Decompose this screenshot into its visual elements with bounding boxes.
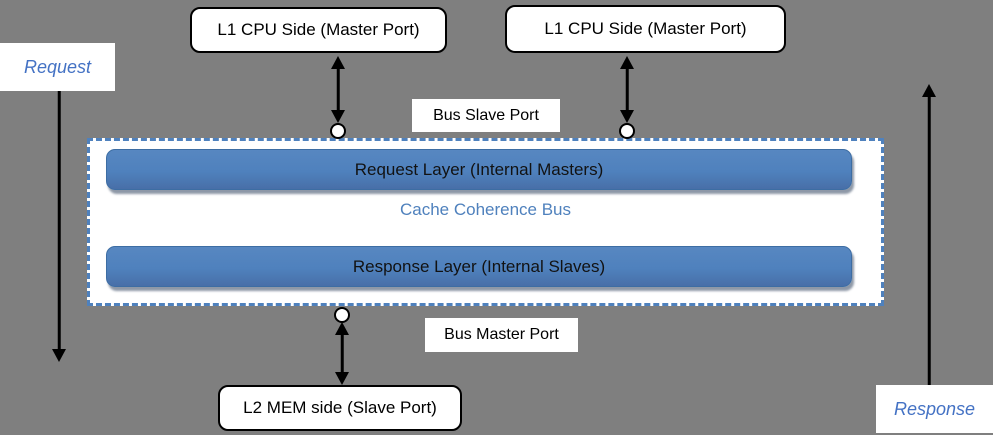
- bus-master-port-circle: [334, 307, 350, 323]
- node-l1-cpu-left-label: L1 CPU Side (Master Port): [217, 20, 420, 39]
- request-flow-label: Request: [0, 43, 115, 91]
- arrowhead-down-icon: [52, 349, 66, 362]
- connector-l1-right: [619, 56, 635, 123]
- arrowhead-up-icon: [922, 84, 936, 97]
- arrowhead-down-icon: [331, 110, 345, 123]
- node-l2-mem: L2 MEM side (Slave Port): [218, 385, 462, 431]
- request-layer-bar: Request Layer (Internal Masters): [106, 149, 852, 190]
- response-flow-arrow: [921, 84, 937, 385]
- connector-l1-right-shaft: [625, 66, 629, 113]
- connector-l2-shaft: [340, 332, 344, 375]
- request-flow-label-text: Request: [23, 56, 92, 77]
- connector-l2: [334, 322, 350, 385]
- response-flow-label-text: Response: [893, 398, 976, 419]
- node-l1-cpu-right-label: L1 CPU Side (Master Port): [544, 19, 747, 38]
- connector-l1-left: [330, 56, 346, 123]
- connector-l1-left-shaft: [336, 66, 340, 113]
- bus-slave-port-label-text: Bus Slave Port: [433, 106, 539, 124]
- response-layer-label: Response Layer (Internal Slaves): [352, 256, 606, 276]
- response-arrow-shaft: [927, 94, 931, 385]
- bus-slave-port-circle-right: [619, 123, 635, 139]
- response-flow-label: Response: [876, 385, 993, 433]
- arrowhead-down-icon: [335, 372, 349, 385]
- request-arrow-shaft: [57, 91, 61, 352]
- arrowhead-up-icon: [335, 322, 349, 335]
- cache-coherence-bus-container: Request Layer (Internal Masters) Cache C…: [87, 138, 884, 306]
- node-l1-cpu-left: L1 CPU Side (Master Port): [190, 7, 447, 53]
- bus-master-port-label: Bus Master Port: [425, 318, 578, 352]
- bus-title: Cache Coherence Bus: [399, 200, 572, 219]
- node-l2-mem-label: L2 MEM side (Slave Port): [243, 398, 437, 417]
- arrowhead-down-icon: [620, 110, 634, 123]
- arrowhead-up-icon: [331, 56, 345, 69]
- bus-master-port-label-text: Bus Master Port: [444, 326, 559, 343]
- bus-slave-port-circle-left: [330, 123, 346, 139]
- request-flow-arrow: [51, 91, 67, 362]
- bus-slave-port-label: Bus Slave Port: [412, 99, 560, 132]
- arrowhead-up-icon: [620, 56, 634, 69]
- request-layer-label: Request Layer (Internal Masters): [354, 159, 604, 179]
- node-l1-cpu-right: L1 CPU Side (Master Port): [505, 5, 786, 53]
- response-layer-bar: Response Layer (Internal Slaves): [106, 246, 852, 287]
